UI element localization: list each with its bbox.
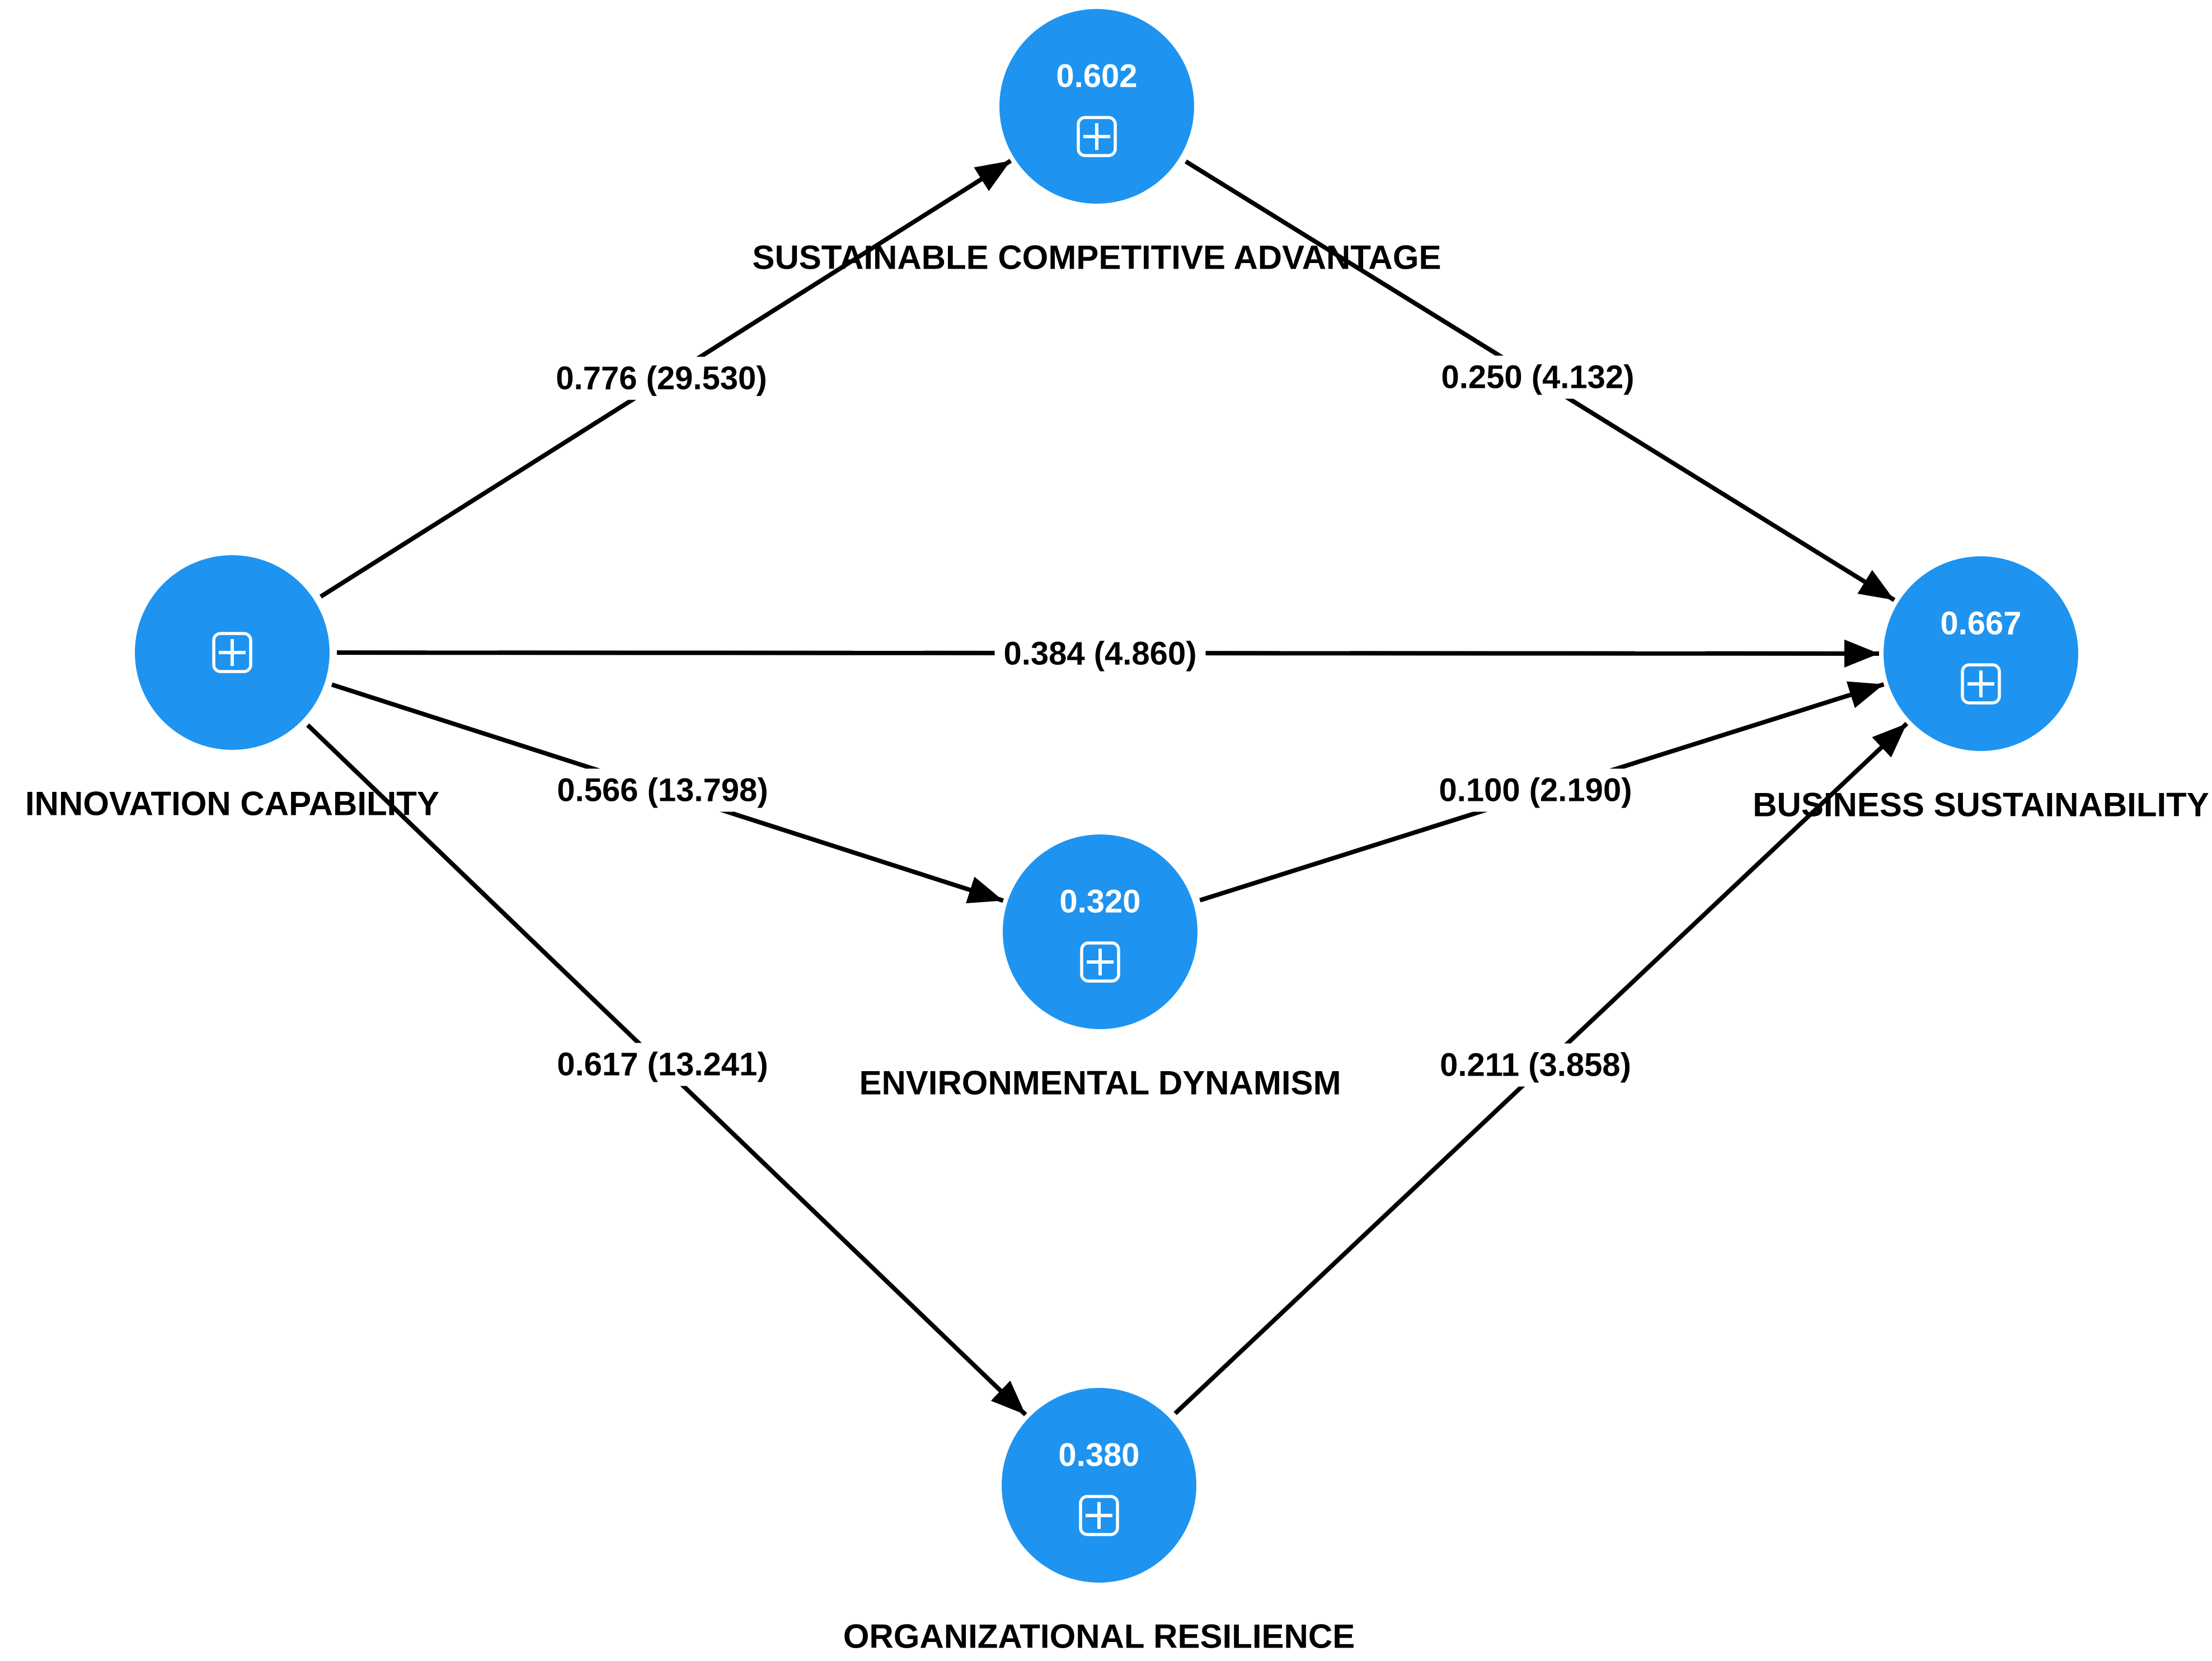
path-coefficient-backing	[994, 632, 1206, 675]
construct-organizational-resilience[interactable]: 0.380	[1002, 1388, 1196, 1583]
path-coefficient-sustainable-competitive-advantage-to-business-sustainability: 0.250 (4.132)	[1432, 355, 1643, 399]
path-coefficient-label: 0.617 (13.241)	[557, 1047, 768, 1083]
r-squared-value-environmental-dynamism: 0.320	[1059, 884, 1140, 920]
construct-label-business-sustainability: BUSINESS SUSTAINABILITY	[1753, 786, 2209, 824]
path-coefficient-label: 0.384 (4.860)	[1003, 636, 1196, 672]
path-coefficient-backing	[1430, 768, 1641, 812]
plus-box-outline	[1080, 941, 1120, 983]
construct-circle-organizational-resilience[interactable]	[1002, 1388, 1196, 1583]
path-coefficient-backing	[548, 768, 777, 812]
construct-label-innovation-capability: INNOVATION CAPABILITY	[25, 785, 439, 823]
path-coefficient-innovation-capability-to-environmental-dynamism: 0.566 (13.798)	[548, 768, 777, 812]
expand-plus-box-icon[interactable]	[1079, 1495, 1119, 1536]
construct-circle-business-sustainability[interactable]	[1884, 556, 2078, 751]
construct-label-environmental-dynamism: ENVIRONMENTAL DYNAMISM	[859, 1064, 1341, 1102]
path-coefficient-label: 0.100 (2.190)	[1439, 772, 1632, 809]
path-coefficient-environmental-dynamism-to-business-sustainability: 0.100 (2.190)	[1430, 768, 1641, 812]
path-coefficient-backing	[548, 1043, 777, 1086]
construct-environmental-dynamism[interactable]: 0.320	[1003, 834, 1197, 1029]
plus-box-outline	[1077, 116, 1117, 157]
construct-business-sustainability[interactable]: 0.667	[1884, 556, 2078, 751]
path-coefficient-label: 0.250 (4.132)	[1441, 359, 1634, 396]
path-coefficient-organizational-resilience-to-business-sustainability: 0.211 (3.858)	[1431, 1043, 1640, 1087]
expand-plus-box-icon[interactable]	[1080, 941, 1120, 983]
r-squared-value-organizational-resilience: 0.380	[1058, 1437, 1139, 1474]
r-squared-value-sustainable-competitive-advantage: 0.602	[1056, 58, 1137, 95]
r-squared-value-business-sustainability: 0.667	[1940, 606, 2021, 642]
path-coefficient-label: 0.566 (13.798)	[557, 772, 768, 809]
construct-innovation-capability[interactable]	[135, 555, 330, 750]
expand-plus-box-icon[interactable]	[212, 632, 252, 673]
construct-circle-sustainable-competitive-advantage[interactable]	[999, 9, 1194, 204]
construct-sustainable-competitive-advantage[interactable]: 0.602	[999, 9, 1194, 204]
construct-label-organizational-resilience: ORGANIZATIONAL RESILIENCE	[843, 1618, 1355, 1655]
path-coefficient-innovation-capability-to-sustainable-competitive-advantage: 0.776 (29.530)	[547, 356, 776, 400]
construct-label-sustainable-competitive-advantage: SUSTAINABLE COMPETITIVE ADVANTAGE	[752, 239, 1441, 276]
expand-plus-box-icon[interactable]	[1961, 663, 2001, 705]
path-coefficient-innovation-capability-to-organizational-resilience: 0.617 (13.241)	[548, 1043, 777, 1086]
plus-box-outline	[1079, 1495, 1119, 1536]
path-coefficient-backing	[1431, 1043, 1640, 1087]
path-coefficient-label: 0.211 (3.858)	[1440, 1047, 1631, 1083]
path-coefficient-innovation-capability-to-business-sustainability: 0.384 (4.860)	[994, 632, 1206, 675]
expand-plus-box-icon[interactable]	[1077, 116, 1117, 157]
path-coefficient-backing	[1432, 355, 1643, 399]
plus-box-outline	[212, 632, 252, 673]
construct-circle-environmental-dynamism[interactable]	[1003, 834, 1197, 1029]
path-coefficient-backing	[547, 356, 776, 400]
path-coefficient-label: 0.776 (29.530)	[556, 360, 767, 397]
plus-box-outline	[1961, 663, 2001, 705]
